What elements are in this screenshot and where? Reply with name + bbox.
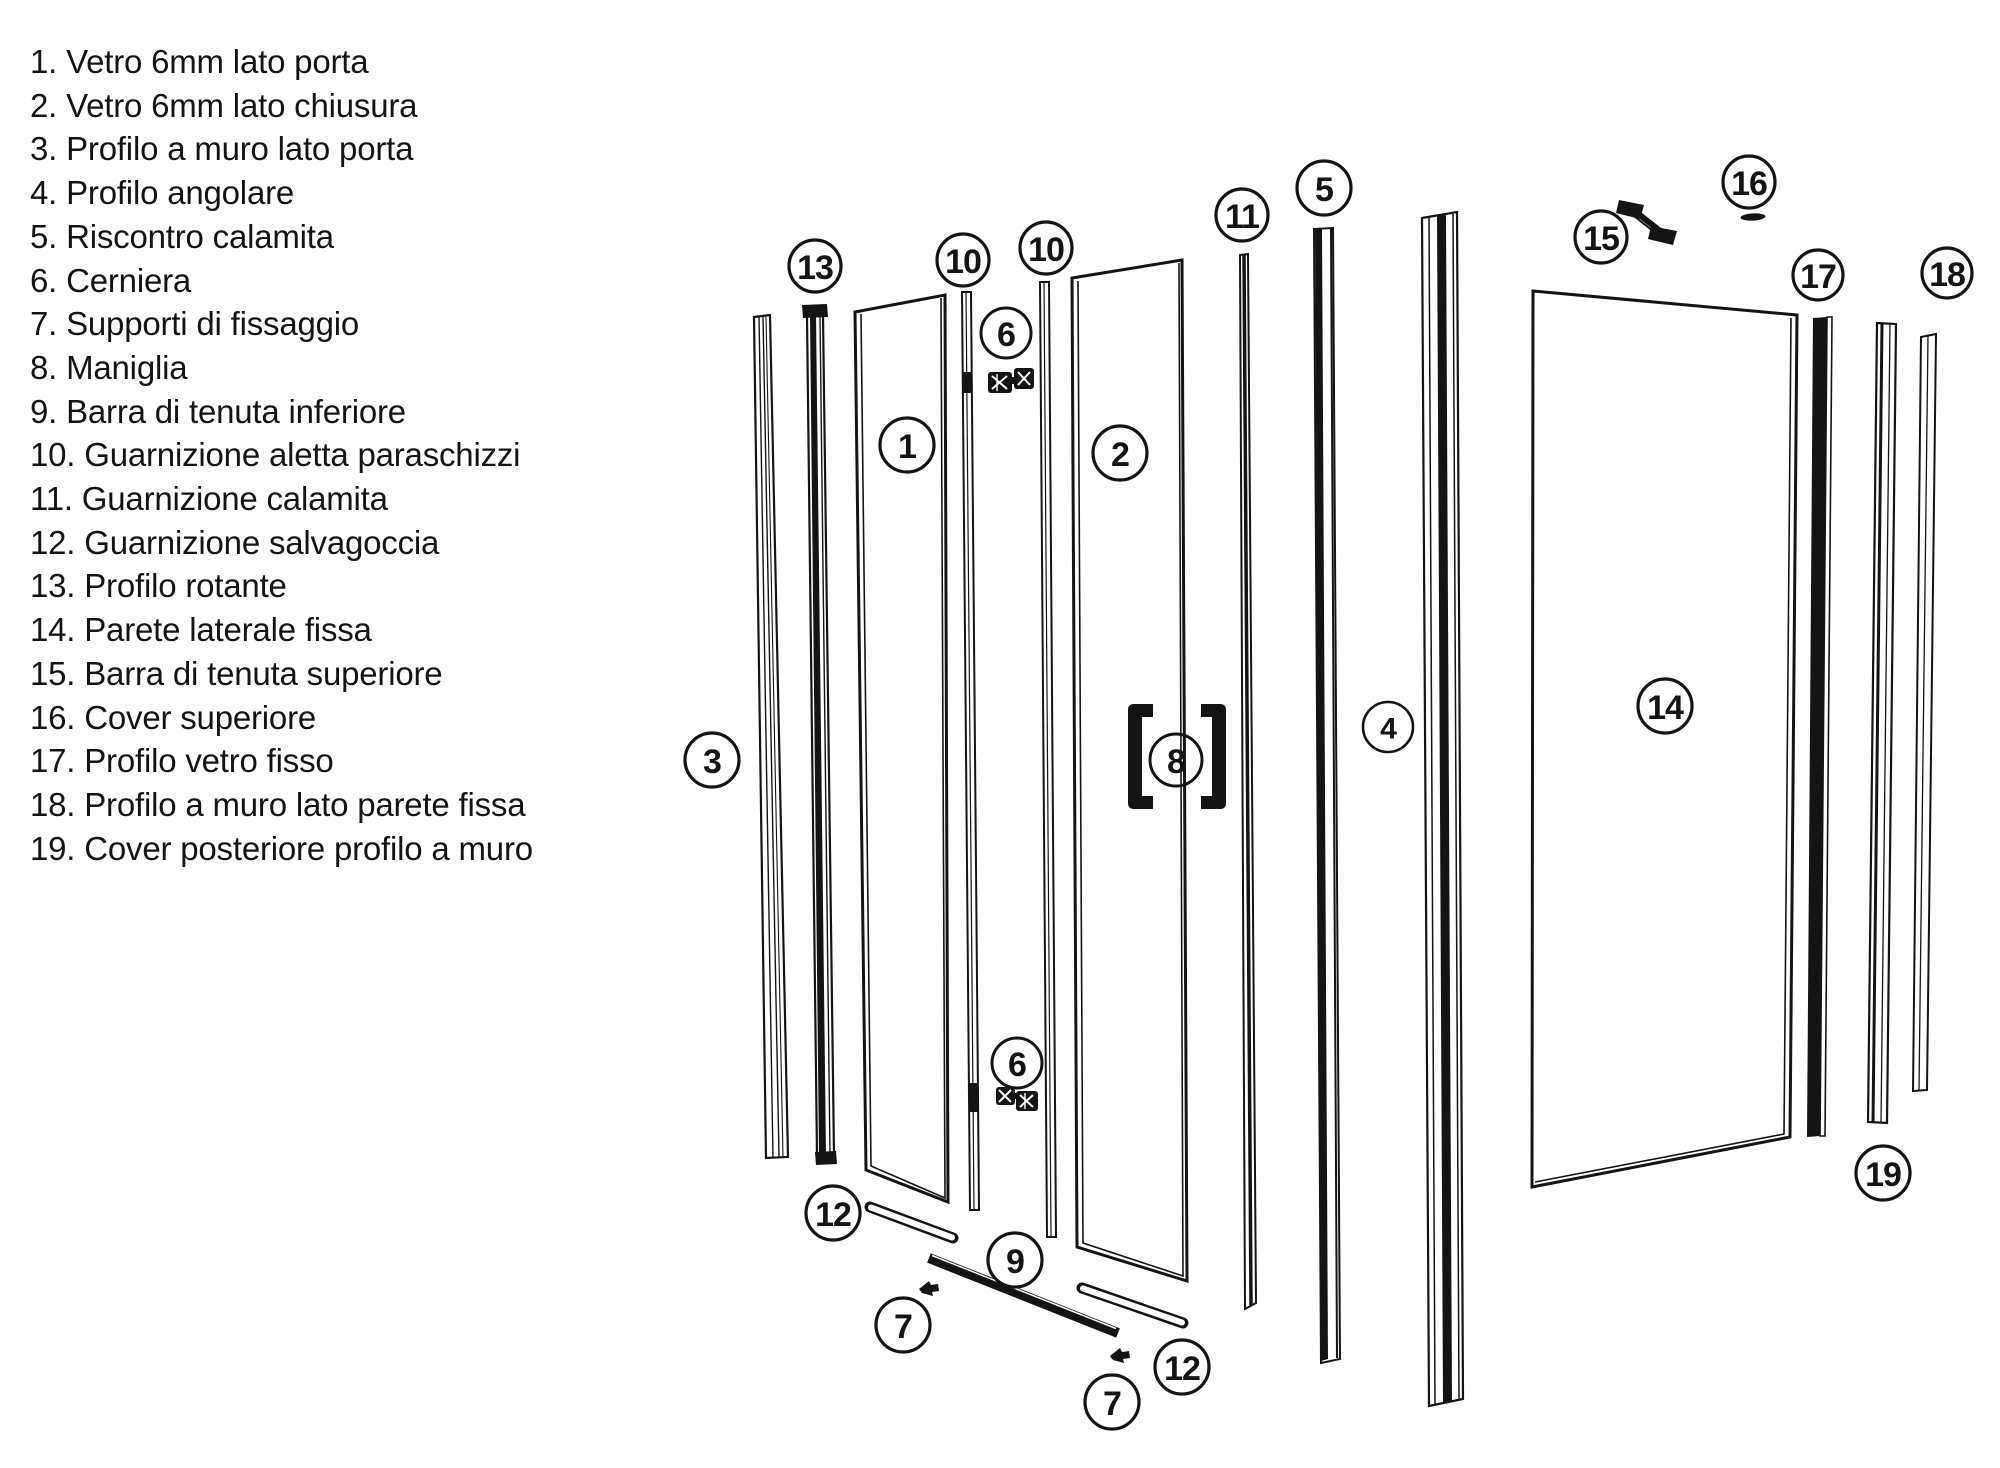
parts-list: 1. Vetro 6mm lato porta 2. Vetro 6mm lat…	[30, 40, 533, 870]
rotating-profile-top-cap	[802, 304, 828, 318]
hinge-icon-top	[988, 368, 1034, 393]
rotating-profile-bottom-cap	[815, 1151, 837, 1165]
parts-list-item: 12. Guarnizione salvagoccia	[30, 523, 440, 561]
svg-text:3: 3	[703, 743, 721, 781]
wall-profile-rear-cover	[1866, 321, 1898, 1125]
svg-text:14: 14	[1647, 689, 1684, 727]
callout-6-top: 6	[979, 306, 1033, 360]
svg-text:18: 18	[1929, 256, 1965, 294]
parts-list-item: 16. Cover superiore	[30, 698, 317, 736]
parts-list-item: 18. Profilo a muro lato parete fissa	[30, 785, 526, 823]
callout-18: 18	[1920, 246, 1974, 300]
callout-4: 4	[1361, 700, 1415, 754]
magnet-strike	[1312, 226, 1342, 1365]
glass-panel-door	[853, 293, 950, 1205]
svg-text:17: 17	[1800, 258, 1836, 296]
parts-list-item: 9. Barra di tenuta inferiore	[30, 392, 406, 430]
parts-list-item: 17. Profilo vetro fisso	[30, 742, 334, 780]
callout-7-right: 7	[1083, 1373, 1141, 1431]
callout-1: 1	[878, 416, 936, 474]
svg-text:7: 7	[894, 1308, 912, 1346]
svg-text:12: 12	[1164, 1350, 1200, 1388]
wall-profile-fixed-side	[1911, 332, 1938, 1093]
callout-10-right: 10	[1018, 220, 1074, 276]
svg-text:6: 6	[1008, 1046, 1026, 1084]
svg-text:7: 7	[1103, 1385, 1121, 1423]
svg-text:19: 19	[1865, 1156, 1901, 1194]
parts-list-item: 19. Cover posteriore profilo a muro	[30, 829, 533, 867]
parts-list-item: 11. Guarnizione calamita	[30, 480, 388, 518]
corner-profile	[1420, 210, 1465, 1408]
callout-6-bottom: 6	[990, 1036, 1044, 1090]
top-bar-icon	[1616, 200, 1677, 245]
bottom-bar	[927, 1253, 1120, 1338]
handle-icon	[1128, 704, 1226, 809]
parts-list-item: 6. Cerniera	[30, 261, 192, 299]
callout-12-left: 12	[804, 1184, 862, 1242]
callout-5: 5	[1295, 159, 1353, 217]
callout-2: 2	[1091, 424, 1149, 482]
fixed-glass-profile	[1807, 316, 1833, 1137]
callout-8: 8	[1148, 732, 1204, 788]
svg-text:11: 11	[1225, 198, 1259, 236]
splash-gasket-left	[960, 291, 981, 1211]
splash-gasket-right	[1038, 281, 1058, 1238]
hinge-icon-bottom	[996, 1087, 1038, 1111]
drip-gasket-right	[1076, 1282, 1189, 1329]
callout-7-left: 7	[874, 1296, 932, 1354]
parts-list-item: 7. Supporti di fissaggio	[30, 305, 360, 343]
fixing-clip-left	[919, 1281, 939, 1296]
fixing-clip-right	[1110, 1348, 1130, 1363]
svg-text:16: 16	[1731, 165, 1767, 203]
svg-text:5: 5	[1315, 171, 1333, 209]
svg-text:10: 10	[1028, 231, 1064, 269]
svg-text:13: 13	[797, 249, 833, 287]
parts-list-item: 3. Profilo a muro lato porta	[30, 130, 414, 168]
parts-list-item: 1. Vetro 6mm lato porta	[30, 43, 369, 80]
parts-list-item: 13. Profilo rotante	[30, 567, 287, 605]
callout-11: 11	[1214, 187, 1270, 243]
callout-9: 9	[986, 1231, 1044, 1289]
svg-text:15: 15	[1583, 220, 1619, 258]
callout-15: 15	[1573, 209, 1629, 265]
parts-list-item: 15. Barra di tenuta superiore	[30, 654, 443, 692]
callout-3: 3	[683, 731, 741, 789]
parts-list-item: 8. Maniglia	[30, 348, 188, 386]
parts-list-item: 10. Guarnizione aletta paraschizzi	[30, 436, 521, 474]
svg-text:1: 1	[898, 428, 916, 466]
callout-17: 17	[1791, 248, 1845, 302]
parts-list-item: 2. Vetro 6mm lato chiusura	[30, 86, 418, 124]
callout-14: 14	[1636, 677, 1694, 735]
svg-text:2: 2	[1111, 436, 1129, 474]
callout-16: 16	[1721, 154, 1777, 210]
callout-19: 19	[1854, 1144, 1912, 1202]
wall-profile-door-side	[752, 313, 790, 1160]
svg-text:9: 9	[1006, 1243, 1024, 1281]
svg-text:12: 12	[815, 1196, 851, 1234]
parts-list-item: 4. Profilo angolare	[30, 174, 295, 212]
callout-10-left: 10	[935, 232, 991, 288]
callout-13: 13	[787, 238, 843, 294]
magnet-gasket	[1238, 252, 1258, 1311]
top-cover-icon	[1740, 213, 1766, 221]
callout-12-right: 12	[1153, 1338, 1211, 1396]
fixed-side-panel	[1530, 289, 1799, 1189]
svg-text:8: 8	[1167, 743, 1185, 781]
svg-text:4: 4	[1380, 713, 1397, 746]
svg-text:6: 6	[997, 316, 1015, 354]
svg-text:10: 10	[945, 243, 981, 281]
rotating-profile	[802, 304, 837, 1165]
drip-gasket-left	[864, 1201, 959, 1244]
parts-list-item: 5. Riscontro calamita	[30, 217, 334, 255]
parts-list-item: 14. Parete laterale fissa	[30, 611, 372, 649]
